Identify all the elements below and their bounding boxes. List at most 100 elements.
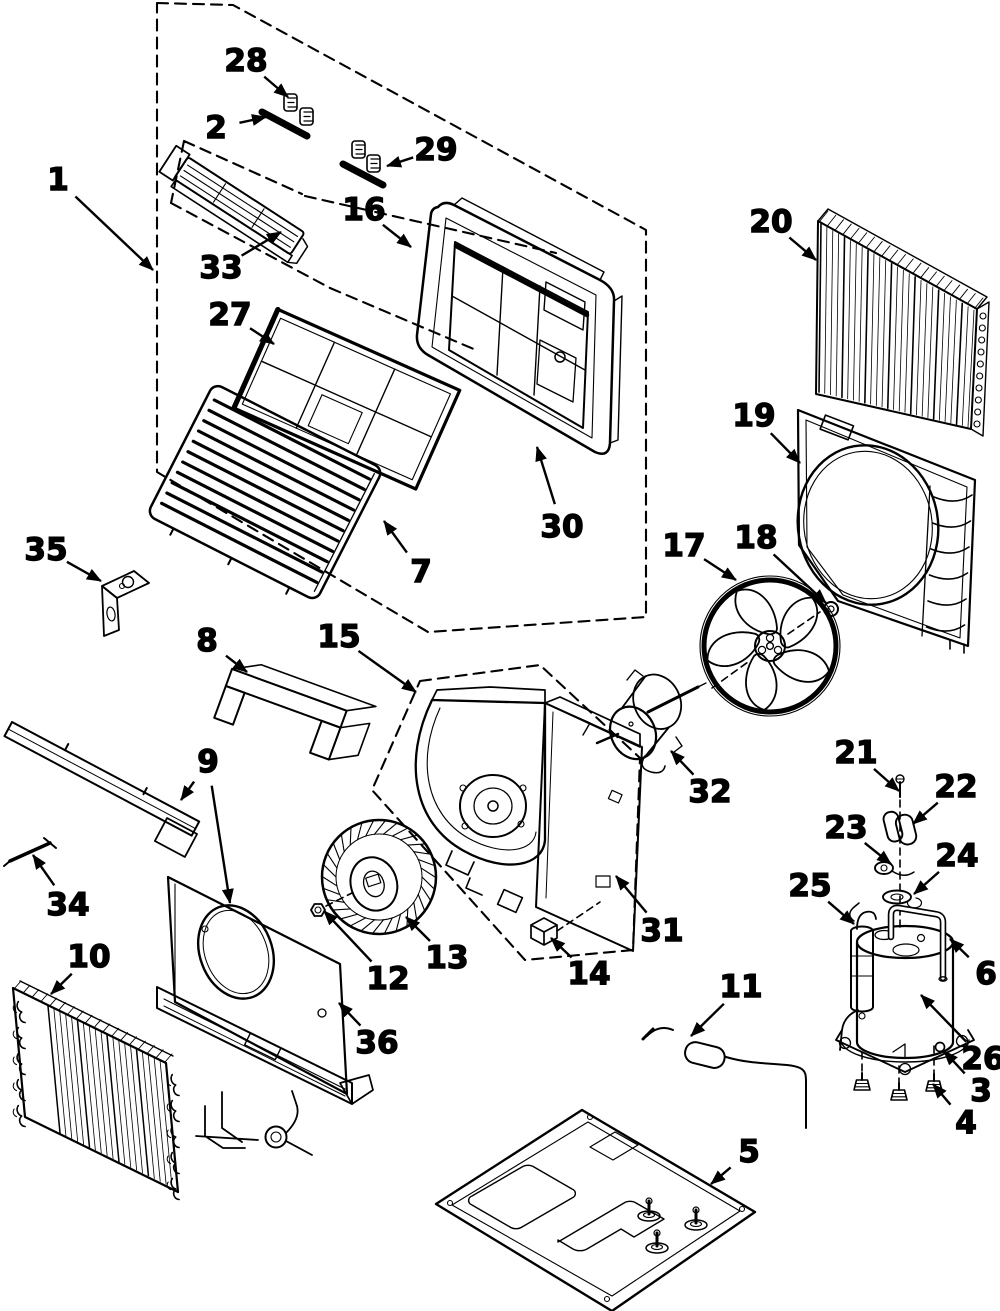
part-label-28: 28 (224, 43, 267, 79)
gasket-shape (882, 889, 923, 909)
part-label-25: 25 (788, 868, 831, 904)
leader-arrow-31 (615, 875, 648, 914)
leader-arrow-15 (357, 649, 417, 693)
terminal-cover-shape (882, 810, 918, 846)
leader-arrow-21 (873, 767, 900, 792)
accumulator-shape (839, 902, 877, 1051)
leader-arrow-11 (690, 1002, 725, 1037)
part-label-32: 32 (688, 774, 731, 810)
part-label-21: 21 (834, 735, 877, 771)
leader-arrow-9 (210, 785, 234, 904)
leader-arrow-16 (382, 223, 412, 248)
louver-shape (158, 144, 309, 265)
part-label-11: 11 (719, 969, 762, 1005)
nut-shape (310, 892, 353, 917)
part-label-27: 27 (208, 297, 251, 333)
blower-wheel-shape (320, 818, 438, 936)
part-label-18: 18 (734, 520, 777, 556)
leader-arrow-12 (323, 910, 373, 963)
part-label-33: 33 (199, 250, 242, 286)
leader-arrow-13 (405, 916, 431, 942)
leader-arrow-22 (912, 801, 939, 825)
leader-arrow-18 (772, 553, 827, 604)
air-filter-shape (231, 306, 462, 491)
leader-arrow-27 (249, 327, 275, 346)
leader-arrow-1 (74, 195, 154, 271)
leader-arrow-19 (769, 432, 801, 464)
fan-blade-shape (699, 575, 841, 717)
clip-28-shape (283, 93, 314, 126)
part-label-17: 17 (662, 528, 705, 564)
part-label-23: 23 (824, 810, 867, 846)
front-assembly-dashed-boundary (155, 1, 648, 634)
part-label-15: 15 (317, 619, 360, 655)
seal-strip-2-shape (258, 108, 311, 140)
fan-nut-shape (711, 601, 839, 689)
part-label-31: 31 (640, 913, 683, 949)
partition-panel-shape (156, 875, 374, 1105)
part-label-24: 24 (935, 838, 978, 874)
curtain-bar-shape (3, 721, 201, 858)
leader-arrow-32 (670, 750, 695, 776)
part-label-5: 5 (738, 1134, 760, 1170)
part-label-1: 1 (47, 162, 69, 198)
part-label-8: 8 (196, 623, 218, 659)
part-label-13: 13 (425, 940, 468, 976)
fan-shroud-shape (796, 408, 977, 654)
leader-arrow-5 (710, 1166, 732, 1185)
part-label-3: 3 (970, 1073, 992, 1109)
compressor-grommets-shape (853, 1072, 943, 1101)
part-label-34: 34 (46, 887, 89, 923)
part-label-14: 14 (567, 956, 610, 992)
leader-arrow-9 (180, 780, 196, 801)
leader-arrow-3 (943, 1050, 966, 1075)
washer-shape (874, 861, 915, 876)
leader-arrow-6 (949, 938, 970, 959)
part-label-4: 4 (955, 1105, 977, 1141)
leader-arrow-8 (225, 654, 248, 673)
leader-arrow-14 (550, 937, 573, 959)
base-pan-shape (434, 1108, 757, 1311)
leader-arrow-23 (863, 842, 892, 865)
leader-arrow-28 (263, 75, 289, 98)
part-label-20: 20 (749, 204, 792, 240)
bracket-shape (101, 570, 150, 637)
condenser-coil-shape (815, 208, 990, 437)
leader-arrow-17 (703, 558, 737, 582)
discharge-tube-shape (887, 904, 948, 982)
seal-strip-29-shape (339, 160, 387, 189)
part-label-29: 29 (414, 132, 457, 168)
part-label-36: 36 (355, 1025, 398, 1061)
part-label-30: 30 (540, 509, 583, 545)
leader-arrow-10 (50, 972, 73, 995)
leader-arrow-34 (32, 854, 56, 887)
clip-block-shape (530, 901, 601, 946)
part-label-22: 22 (934, 769, 977, 805)
compressor-shape (835, 799, 975, 1089)
leader-arrow-36 (338, 1002, 362, 1027)
part-label-26: 26 (961, 1041, 1000, 1077)
leader-arrow-24 (913, 870, 940, 895)
leader-arrow-20 (788, 236, 817, 261)
leader-arrow-29 (386, 155, 414, 168)
part-label-16: 16 (342, 192, 385, 228)
thermistor-shape (641, 1027, 807, 1129)
part-label-35: 35 (24, 532, 67, 568)
part-label-7: 7 (410, 554, 432, 590)
handle-bracket-shape (213, 663, 377, 761)
leader-arrow-35 (66, 560, 102, 583)
front-grille-shape (148, 384, 382, 600)
part-label-6: 6 (975, 956, 997, 992)
leader-arrow-7 (383, 520, 408, 554)
part-label-19: 19 (732, 398, 775, 434)
part-label-12: 12 (366, 961, 409, 997)
part-label-2: 2 (205, 110, 227, 146)
leader-arrow-30 (535, 446, 556, 505)
scroll-assembly-dashed-boundary (370, 663, 642, 962)
leader-arrow-4 (932, 1083, 952, 1106)
front-panel-shape (415, 197, 623, 455)
screw-shape (895, 774, 905, 798)
evaporator-coil-shape (10, 980, 313, 1203)
